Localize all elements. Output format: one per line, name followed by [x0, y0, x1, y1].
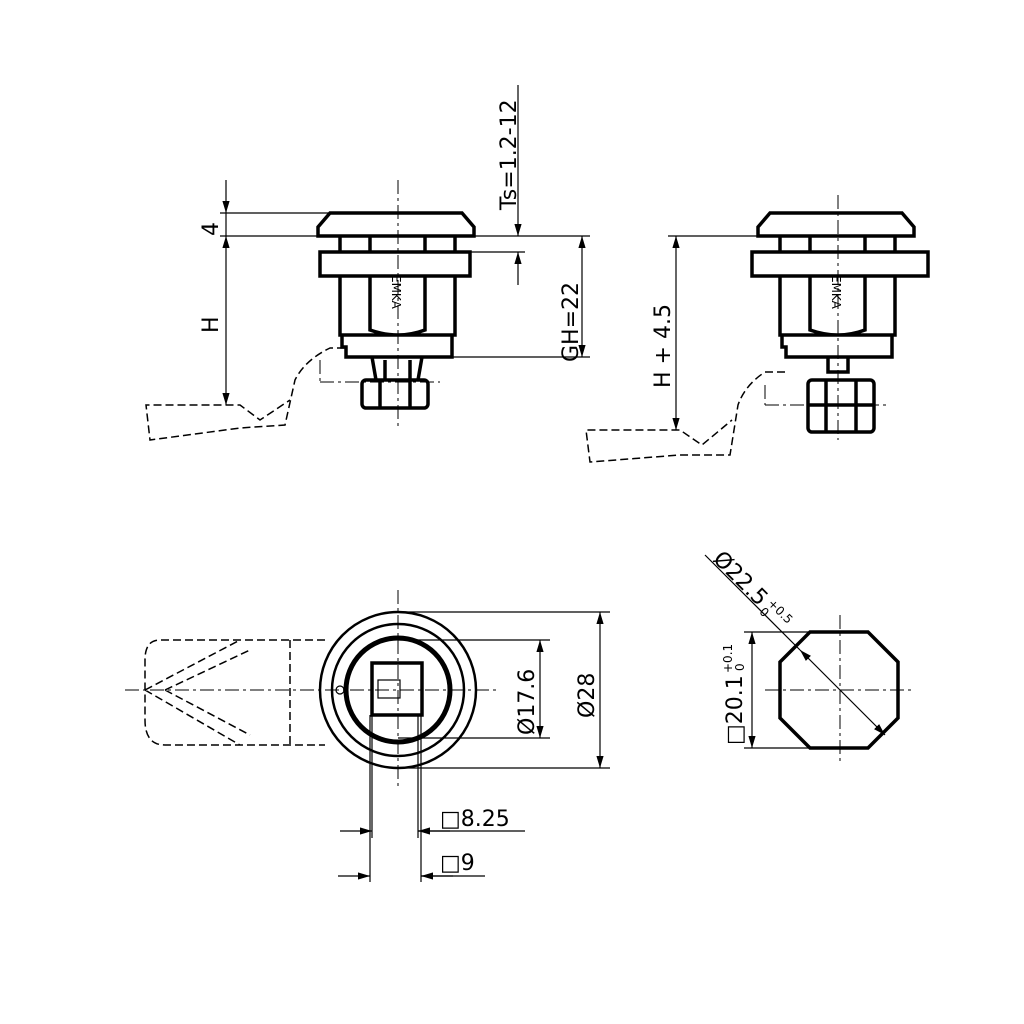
panel-cutout-view: Ø22.5 +0.5 0 □20.1 +0.1 0 — [704, 547, 912, 765]
thickness-label: Ts=1.2-12 — [497, 99, 522, 211]
front-view: Ø17.6 Ø28 □8.25 □9 — [125, 590, 610, 882]
grip-label: GH=22 — [559, 282, 584, 362]
logo: EMKA — [389, 275, 403, 310]
dia-inner-label: Ø17.6 — [515, 669, 540, 735]
cutout-dia-label: Ø22.5 — [708, 547, 773, 612]
cutout-square-tol-lower: 0 — [733, 663, 747, 671]
side-view-left: EMKA 4 H Ts=1.2-12 GH=22 — [145, 85, 590, 441]
logo: EMKA — [829, 275, 843, 310]
square-9-label: □9 — [440, 851, 475, 876]
flange-label: 4 — [199, 222, 224, 236]
dia-outer-label: Ø28 — [575, 673, 600, 718]
side-view-right: EMKA H + 4.5 — [585, 195, 930, 463]
height-label: H — [199, 316, 224, 333]
square-825-label: □8.25 — [440, 807, 510, 832]
height-plus-label: H + 4.5 — [651, 304, 676, 388]
cutout-square-tol-upper: +0.1 — [721, 644, 735, 673]
cutout-square-label: □20.1 — [723, 675, 748, 745]
